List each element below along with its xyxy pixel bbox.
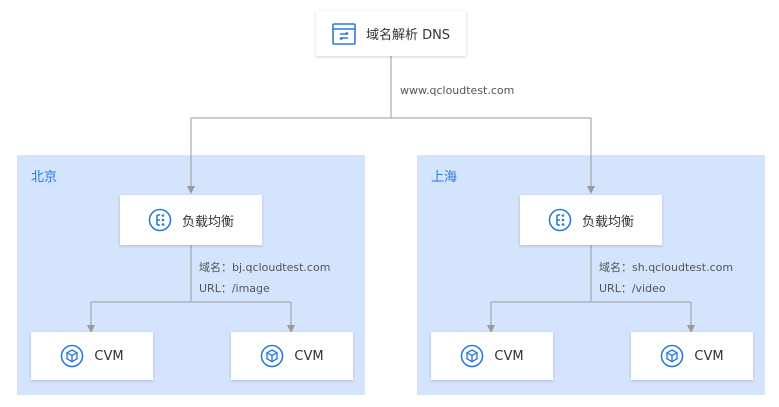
dns-icon [332, 22, 356, 45]
shanghai-domain-note: 域名：sh.qcloudtest.com [599, 261, 734, 274]
cvm-label: CVM [694, 348, 724, 364]
shanghai-url-note: URL：/video [599, 282, 666, 295]
cvm-shanghai-1[interactable]: CVM [431, 332, 553, 380]
region-shanghai-label: 上海 [431, 170, 458, 185]
cvm-label: CVM [294, 348, 324, 364]
load-balancer-icon [548, 208, 572, 232]
lb-beijing-label: 负载均衡 [181, 214, 234, 230]
lb-shanghai-node[interactable]: 负载均衡 [520, 195, 662, 245]
dns-label: 域名解析 DNS [365, 28, 451, 43]
cvm-beijing-2[interactable]: CVM [231, 332, 353, 380]
cvm-label: CVM [94, 348, 124, 364]
beijing-domain-note: 域名：bj.qcloudtest.com [199, 261, 331, 274]
lb-shanghai-label: 负载均衡 [581, 214, 634, 230]
load-balancer-icon [148, 208, 172, 232]
cvm-icon [260, 344, 284, 368]
cvm-icon [60, 344, 84, 368]
lb-beijing-node[interactable]: 负载均衡 [120, 195, 262, 245]
cvm-icon [460, 344, 484, 368]
cvm-shanghai-2[interactable]: CVM [631, 332, 753, 380]
cvm-label: CVM [494, 348, 524, 364]
dns-domain-label: www.qcloudtest.com [400, 84, 515, 97]
cvm-icon [660, 344, 684, 368]
dns-node[interactable]: 域名解析 DNS [316, 11, 466, 56]
region-beijing-label: 北京 [31, 170, 58, 185]
cvm-beijing-1[interactable]: CVM [31, 332, 153, 380]
beijing-url-note: URL：/image [199, 282, 270, 295]
